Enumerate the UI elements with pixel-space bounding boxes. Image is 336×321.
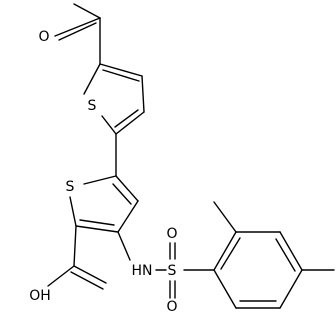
bond-carbonyl-double-a	[54, 17, 101, 37]
sulfonyl-oxygen-bottom-label: O	[166, 299, 177, 315]
bond-bottom-thiophene-c3-c2	[75, 225, 119, 233]
bond-benzene-3	[279, 231, 303, 271]
bond-top-thiophene-c5-c4-inner	[102, 69, 140, 82]
bond-benzene-6	[213, 269, 237, 309]
bond-bottom-thiophene-c4-c3	[117, 200, 139, 233]
acid-hydroxyl-label: OH	[29, 288, 51, 304]
bond-carboxyl-double-a	[73, 265, 107, 284]
bond-bottom-thiophene-c5-c4-inner	[112, 183, 132, 205]
top-thiophene-sulfur-label: S	[88, 98, 97, 114]
bond-top-thiophene-c3-c2-inner	[114, 109, 139, 128]
bond-bottom-thiophene-c2-s	[69, 196, 77, 227]
bond-bottom-thiophene-c5-c4	[115, 175, 139, 202]
sulfonyl-sulfur-label: S	[168, 263, 177, 279]
bond-carbonyl-double-b	[58, 22, 97, 41]
bond-top-thiophene-c4-c3	[141, 75, 145, 113]
bond-bottom-thiophene-c3-c2-inner	[79, 219, 115, 226]
bond-ring-carboxyl	[73, 225, 77, 267]
bond-carboxyl-double-b	[70, 271, 104, 290]
atom-labels: O S S OH HN S O O	[29, 29, 177, 315]
bond-benzene-1	[213, 231, 237, 271]
bond-methyl-carbonyl	[73, 3, 101, 19]
bond-benzene-1-inner	[220, 237, 241, 270]
bond-carboxyl-oh	[47, 265, 75, 287]
sulfonamide-nh-label: HN	[132, 263, 153, 279]
bond-top-thiophene-s-c5	[83, 63, 101, 95]
bond-top-thiophene-c5-c4	[99, 63, 143, 77]
bond-top-thiophene-c3-c2	[115, 111, 145, 135]
sulfonyl-oxygen-top-label: O	[166, 226, 177, 242]
bond-benzene-4	[279, 269, 303, 309]
bond-ortho-methyl	[213, 201, 237, 233]
bond-benzene-3-inner	[275, 238, 296, 272]
bond-lines	[47, 3, 335, 309]
carbonyl-oxygen-label: O	[38, 29, 49, 45]
bond-top-thiophene-c2-s	[101, 115, 117, 135]
bottom-thiophene-sulfur-label: S	[66, 179, 75, 195]
bond-ring-nh	[117, 231, 131, 261]
bond-bottom-thiophene-c5-s	[83, 175, 117, 185]
